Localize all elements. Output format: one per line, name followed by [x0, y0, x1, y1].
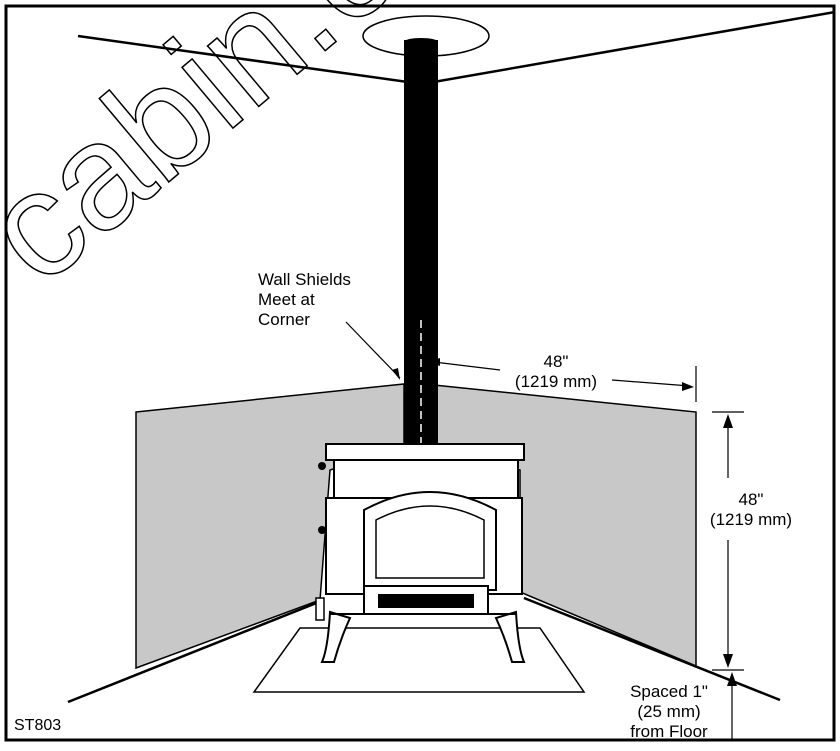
- horiz-dim-line-left: [433, 361, 501, 371]
- floor-line-left: [67, 598, 325, 704]
- side-handle-lower: [315, 597, 325, 621]
- side-handle-upper: [318, 462, 326, 470]
- stove-door-glass: [375, 505, 485, 579]
- floor-spacing-arrow: [727, 672, 737, 686]
- wall-shields-arrowhead: [392, 368, 400, 380]
- ash-drawer-slot: [378, 594, 474, 608]
- wall-shields-line1: Wall Shields: [258, 270, 351, 289]
- ceiling-line-right: [421, 10, 836, 86]
- ceiling-line-left: [77, 34, 423, 86]
- stove-top-plate: [325, 443, 525, 461]
- vertical-dim-mm: (1219 mm): [709, 510, 793, 529]
- side-handle-middle: [318, 526, 326, 534]
- horizontal-dim-mm: (1219 mm): [514, 372, 598, 391]
- floor-spacing-line3: from Floor: [630, 722, 708, 741]
- horiz-dim-line-right: [611, 379, 691, 387]
- horiz-arrow-left: [428, 358, 440, 366]
- horizontal-dim-inches: 48": [543, 352, 569, 371]
- floor-spacing-label: Spaced 1" (25 mm) from Floor: [614, 682, 724, 742]
- wall-shields-leader: [345, 321, 401, 379]
- horizontal-dimension-label: 48" (1219 mm): [500, 352, 612, 392]
- horiz-arrow-right: [682, 382, 694, 391]
- wood-stove: [315, 443, 526, 663]
- vert-arrow-bottom: [723, 654, 733, 668]
- stove-leg-left: [320, 610, 352, 663]
- stove-leg-right: [494, 610, 526, 663]
- vertical-dimension-label: 48" (1219 mm): [688, 490, 814, 530]
- hearth-pad: [252, 627, 586, 693]
- wall-shields-line2: Meet at: [258, 290, 315, 309]
- pipe-top: [404, 38, 438, 46]
- figure-code: ST803: [14, 717, 62, 734]
- floor-line-right: [523, 596, 781, 702]
- vertical-dim-inches: 48": [738, 490, 764, 509]
- vert-arrow-top: [723, 414, 733, 428]
- wall-shields-label: Wall Shields Meet at Corner: [258, 270, 351, 330]
- wall-shields-line3: Corner: [258, 310, 310, 329]
- floor-spacing-line1: Spaced 1": [630, 682, 708, 701]
- floor-spacing-line2: (25 mm): [637, 702, 701, 721]
